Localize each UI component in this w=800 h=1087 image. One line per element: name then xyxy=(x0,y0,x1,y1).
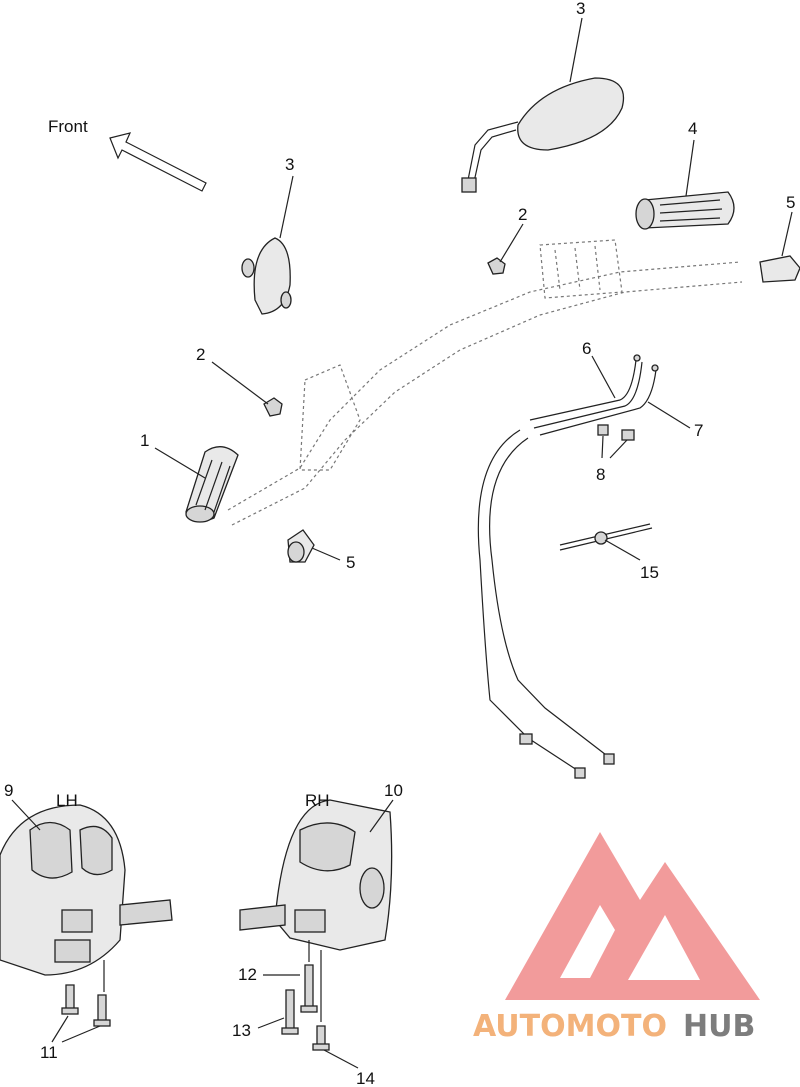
callout-13: 13 xyxy=(232,1021,251,1040)
callout-9: 9 xyxy=(4,781,13,800)
cable-adjuster xyxy=(559,523,653,551)
bar-end-left xyxy=(287,529,315,563)
rh-label: RH xyxy=(305,791,330,810)
long-cables xyxy=(477,429,615,779)
lh-grip xyxy=(185,446,239,523)
bar-end-right xyxy=(759,255,800,283)
mirror-right xyxy=(461,77,624,193)
callout-5-right: 5 xyxy=(786,193,795,212)
front-label: Front xyxy=(48,117,88,136)
mirror-nut-right xyxy=(487,257,506,275)
callout-4: 4 xyxy=(688,119,697,138)
callout-3-right: 3 xyxy=(576,0,585,18)
callout-8: 8 xyxy=(596,465,605,484)
watermark-text-a: AUTOMOTO xyxy=(473,1009,667,1044)
watermark-logo: AUTOMOTO HUB xyxy=(473,832,760,1044)
callout-2-left: 2 xyxy=(196,345,205,364)
callout-3-left: 3 xyxy=(285,155,294,174)
callout-14: 14 xyxy=(356,1069,375,1087)
watermark-text-b: HUB xyxy=(683,1009,755,1044)
callout-15: 15 xyxy=(640,563,659,582)
front-arrow xyxy=(109,132,207,192)
callout-7: 7 xyxy=(694,421,703,440)
lh-label: LH xyxy=(56,791,78,810)
handlebar-outline xyxy=(227,239,743,526)
rh-grip xyxy=(635,191,735,230)
callout-5-left: 5 xyxy=(346,553,355,572)
cable-clips xyxy=(597,424,635,441)
mirror-left xyxy=(241,237,292,315)
leader-lines xyxy=(11,17,793,1069)
screws xyxy=(61,940,330,1051)
mirror-nut-left xyxy=(263,397,283,417)
callout-2-right: 2 xyxy=(518,205,527,224)
rh-switch-housing xyxy=(239,799,393,951)
callout-12: 12 xyxy=(238,965,257,984)
callout-6: 6 xyxy=(582,339,591,358)
lh-switch-housing xyxy=(0,804,173,976)
callout-11: 11 xyxy=(40,1043,58,1062)
throttle-cables xyxy=(529,354,659,436)
callout-10: 10 xyxy=(384,781,403,800)
callout-1: 1 xyxy=(140,431,149,450)
